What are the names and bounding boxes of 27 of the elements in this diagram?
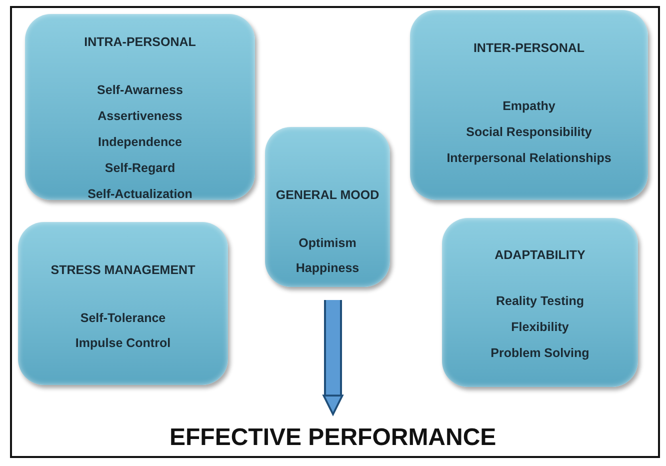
trait-label: Self-Regard	[104, 160, 176, 176]
trait-label: Flexibility	[511, 319, 569, 335]
category-heading: STRESS MANAGEMENT	[50, 262, 196, 278]
trait-label: Self-Awarness	[97, 82, 183, 98]
trait-label: Self-Actualization	[88, 186, 192, 202]
category-box	[265, 127, 390, 287]
heading-text: EFFECTIVE PERFORMANCE	[170, 424, 496, 452]
down-arrow	[322, 300, 344, 416]
trait-label: Interpersonal Relationships	[446, 150, 612, 166]
category-heading: INTRA-PERSONAL	[84, 34, 196, 50]
trait-label: Problem Solving	[490, 345, 590, 361]
trait-label: Optimism	[298, 235, 356, 251]
category-box	[442, 218, 638, 387]
trait-label: Social Responsibility	[466, 124, 592, 140]
category-heading: INTER-PERSONAL	[473, 40, 585, 56]
trait-label: Independence	[98, 134, 182, 150]
trait-label: Happiness	[296, 260, 360, 276]
trait-label: Impulse Control	[75, 335, 171, 351]
trait-label: Self-Tolerance	[80, 310, 166, 326]
category-box	[25, 14, 255, 200]
category-heading: ADAPTABILITY	[494, 247, 586, 263]
category-heading: GENERAL MOOD	[276, 187, 380, 203]
trait-label: Assertiveness	[98, 108, 182, 124]
category-box	[18, 222, 228, 385]
trait-label: Empathy	[502, 98, 556, 114]
trait-label: Reality Testing	[496, 293, 584, 309]
category-box	[410, 10, 648, 200]
